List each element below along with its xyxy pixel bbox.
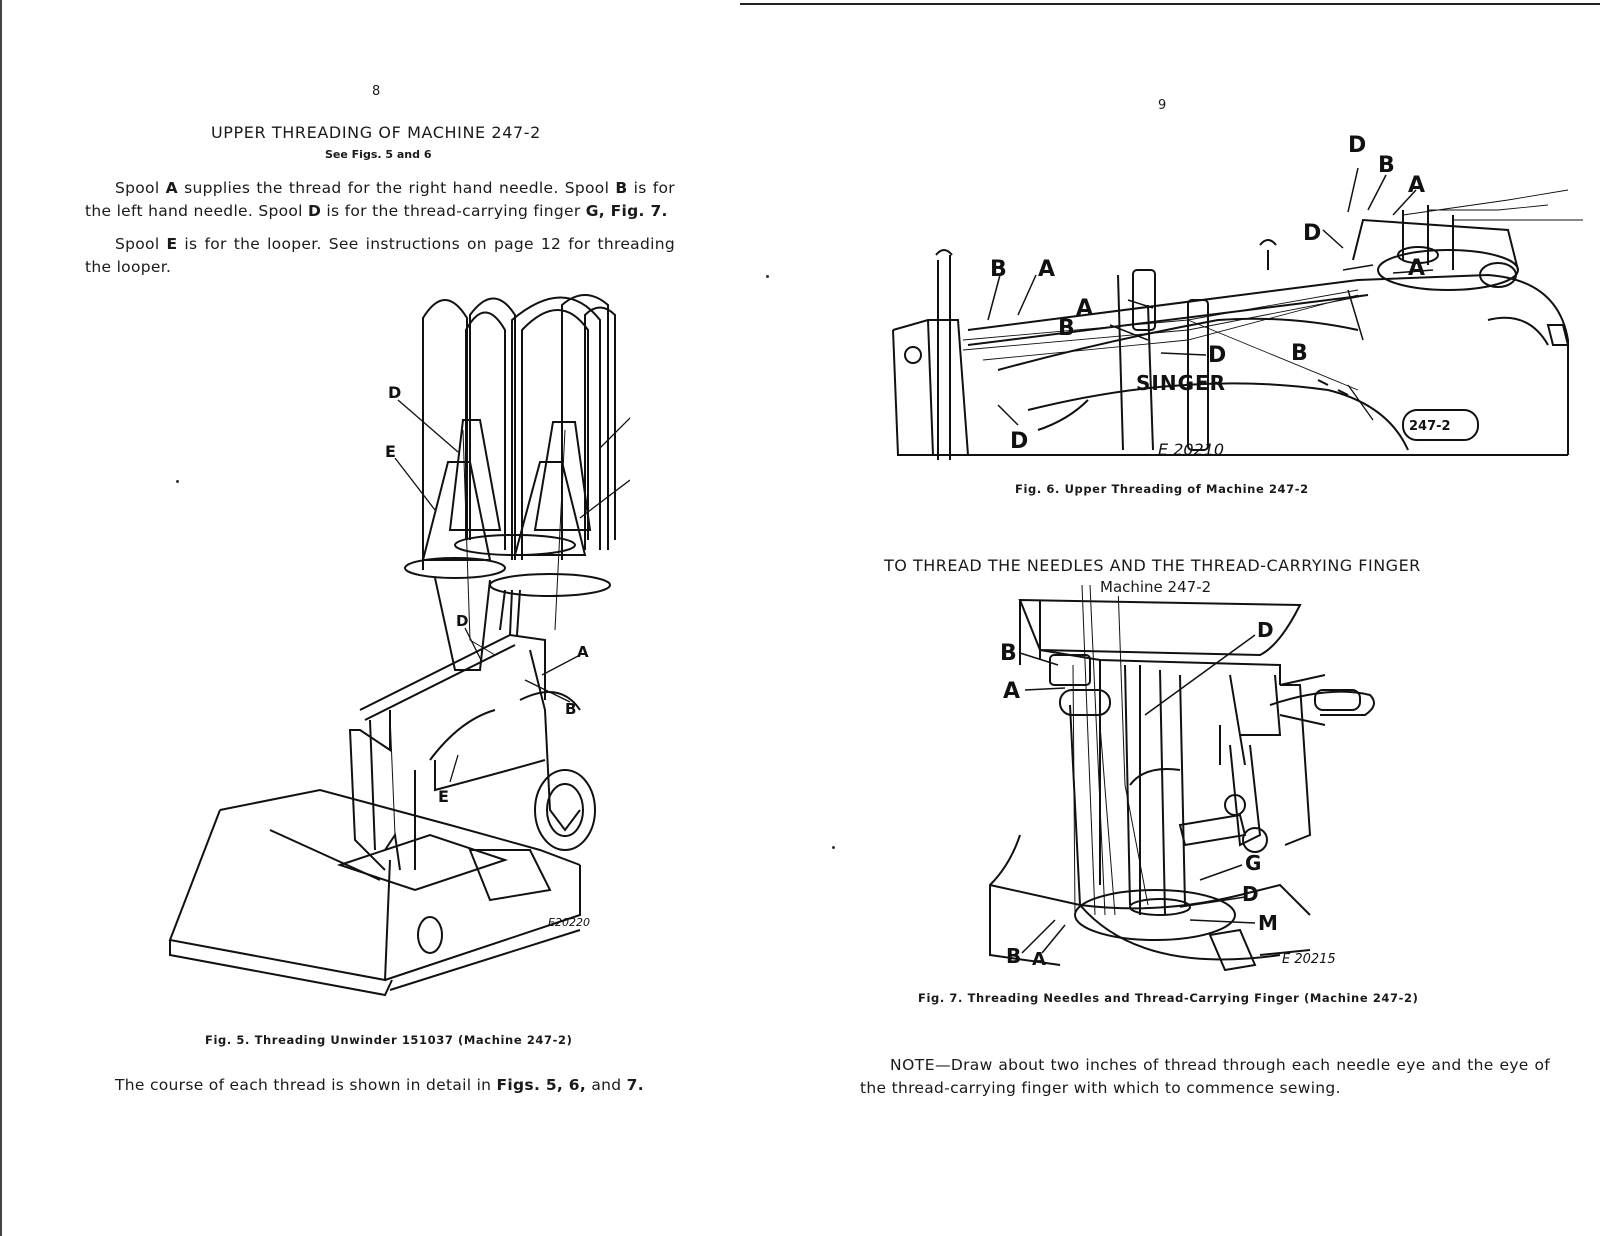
top-rule xyxy=(740,3,1600,5)
label-d: D xyxy=(388,383,401,402)
label-d: D xyxy=(456,612,468,630)
print-speck xyxy=(766,275,769,278)
figure-6-illustration: D B A D A B A A B D B D SINGER 247-2 E 2… xyxy=(888,130,1583,470)
figure-7-caption: Fig. 7. Threading Needles and Thread-Car… xyxy=(918,991,1419,1005)
figure-6-caption: Fig. 6. Upper Threading of Machine 247-2 xyxy=(1015,482,1309,496)
label-a: A xyxy=(1038,257,1055,282)
label-d: D xyxy=(1257,618,1274,642)
print-speck xyxy=(832,846,835,849)
note-paragraph: NOTE—Draw about two inches of thread thr… xyxy=(860,1056,1550,1097)
label-e: E xyxy=(385,442,396,461)
label-d: D xyxy=(1208,343,1226,368)
label-b: B xyxy=(1000,641,1017,666)
label-e: E xyxy=(438,787,449,806)
left-page: 8 UPPER THREADING OF MACHINE 247-2 See F… xyxy=(0,0,760,1236)
print-speck xyxy=(176,480,179,483)
label-g: G xyxy=(1245,851,1261,875)
figure-7-inline-label: Machine 247-2 xyxy=(1098,578,1214,596)
figure-5-caption: Fig. 5. Threading Unwinder 151037 (Machi… xyxy=(205,1033,573,1047)
label-b: B xyxy=(990,257,1007,282)
paragraph-course: The course of each thread is shown in de… xyxy=(115,1076,644,1094)
figure-7-illustration: B D A G D M B A E 20215 Machine 247-2 xyxy=(980,578,1560,975)
label-b: B xyxy=(1378,153,1395,178)
label-d: D xyxy=(1348,133,1366,158)
page-subtitle: See Figs. 5 and 6 xyxy=(325,148,432,161)
singer-logo: SINGER xyxy=(1136,371,1226,395)
label-a: A xyxy=(577,643,589,661)
drawing-code: E 20210 xyxy=(1158,440,1224,459)
label-a: A xyxy=(1003,679,1020,704)
paragraph-spools: Spool A supplies the thread for the righ… xyxy=(85,179,675,220)
label-b: B xyxy=(1058,316,1075,341)
section-heading: TO THREAD THE NEEDLES AND THE THREAD-CAR… xyxy=(884,556,1421,575)
label-a: A xyxy=(1032,949,1046,970)
paragraph-looper: Spool E is for the looper. See instructi… xyxy=(85,235,675,276)
model-badge: 247-2 xyxy=(1409,419,1451,434)
label-b: B xyxy=(565,700,576,718)
label-d: D xyxy=(1242,882,1259,906)
drawing-code: E20220 xyxy=(548,916,590,929)
drawing-code: E 20215 xyxy=(1282,952,1336,967)
needle-threading-drawing: B D A G D M B A E 20215 xyxy=(989,585,1375,972)
label-d: D xyxy=(1010,429,1028,454)
label-a: A xyxy=(1408,256,1425,281)
label-m: M xyxy=(1258,911,1278,935)
label-a: A xyxy=(1076,296,1093,321)
threading-unwinder-drawing: D A E B D A B E E20220 xyxy=(168,294,630,997)
page-number: 9 xyxy=(1158,98,1167,113)
page-edge xyxy=(0,0,2,1236)
page-title: UPPER THREADING OF MACHINE 247-2 xyxy=(211,123,541,142)
figure-5-illustration: D A E B D A B E E20220 xyxy=(160,290,630,1010)
label-b: B xyxy=(1006,944,1021,968)
upper-threading-drawing: D B A D A B A A B D B D SINGER 247-2 E 2… xyxy=(892,133,1583,460)
page-number: 8 xyxy=(372,84,381,99)
right-page: 9 xyxy=(760,0,1600,1236)
label-b: B xyxy=(1291,341,1308,366)
label-a: A xyxy=(1408,173,1425,198)
label-d: D xyxy=(1303,221,1321,246)
